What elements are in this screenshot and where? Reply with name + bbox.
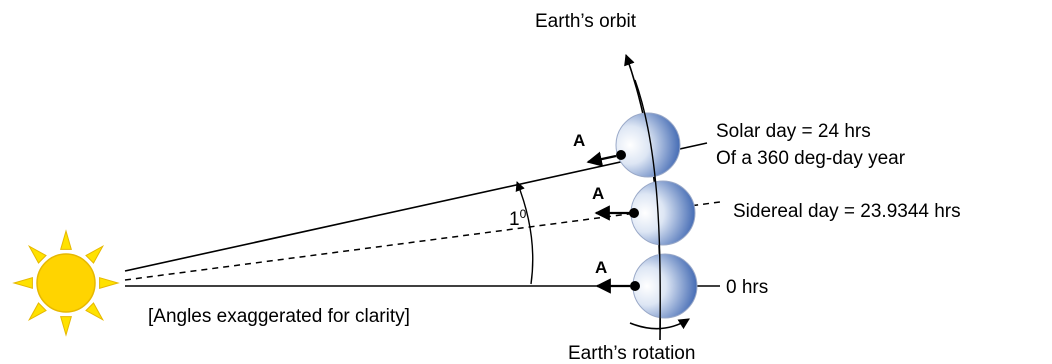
solar-day-label: Solar day = 24 hrs (716, 121, 871, 142)
zero-hrs-label: 0 hrs (726, 277, 768, 298)
observer-dot-bottom (630, 281, 640, 291)
sun-ray (27, 302, 47, 322)
sun-rays (12, 229, 120, 337)
marker-label-top: A (573, 131, 585, 150)
orbit-label: Earth’s orbit (535, 11, 637, 32)
marker-label-bottom: A (595, 258, 607, 277)
sidereal-day-line (124, 201, 721, 281)
sidereal-day-label: Sidereal day = 23.9344 hrs (733, 201, 961, 222)
observer-dot-top (616, 150, 626, 160)
angle-arc (515, 181, 534, 285)
earth-sphere-icon-bottom (632, 253, 698, 319)
solar-day-year-label: Of a 360 deg-day year (716, 148, 906, 169)
sun-ray (85, 244, 105, 264)
sun-ray (12, 277, 33, 289)
sun-ray (27, 244, 47, 264)
marker-arrow-top (586, 151, 617, 167)
earth-sphere-icon-top (615, 112, 681, 178)
marker-label-middle: A (592, 184, 604, 203)
sun-ray (60, 316, 72, 337)
earth-sphere-icon-middle (630, 180, 696, 246)
observer-dot-middle (629, 208, 639, 218)
angle-label: 10 (509, 207, 527, 230)
rotation-arrow (629, 318, 690, 330)
solar-day-line (124, 142, 708, 272)
sun-ray (99, 277, 120, 289)
sun-ray (85, 302, 105, 322)
rotation-label: Earth’s rotation (568, 343, 695, 364)
sun-ray (60, 229, 72, 250)
sun-disc (36, 253, 96, 313)
earth-orbit-arc-overlay (634, 79, 661, 331)
exaggeration-note: [Angles exaggerated for clarity] (148, 306, 410, 327)
sun-icon (12, 229, 120, 337)
